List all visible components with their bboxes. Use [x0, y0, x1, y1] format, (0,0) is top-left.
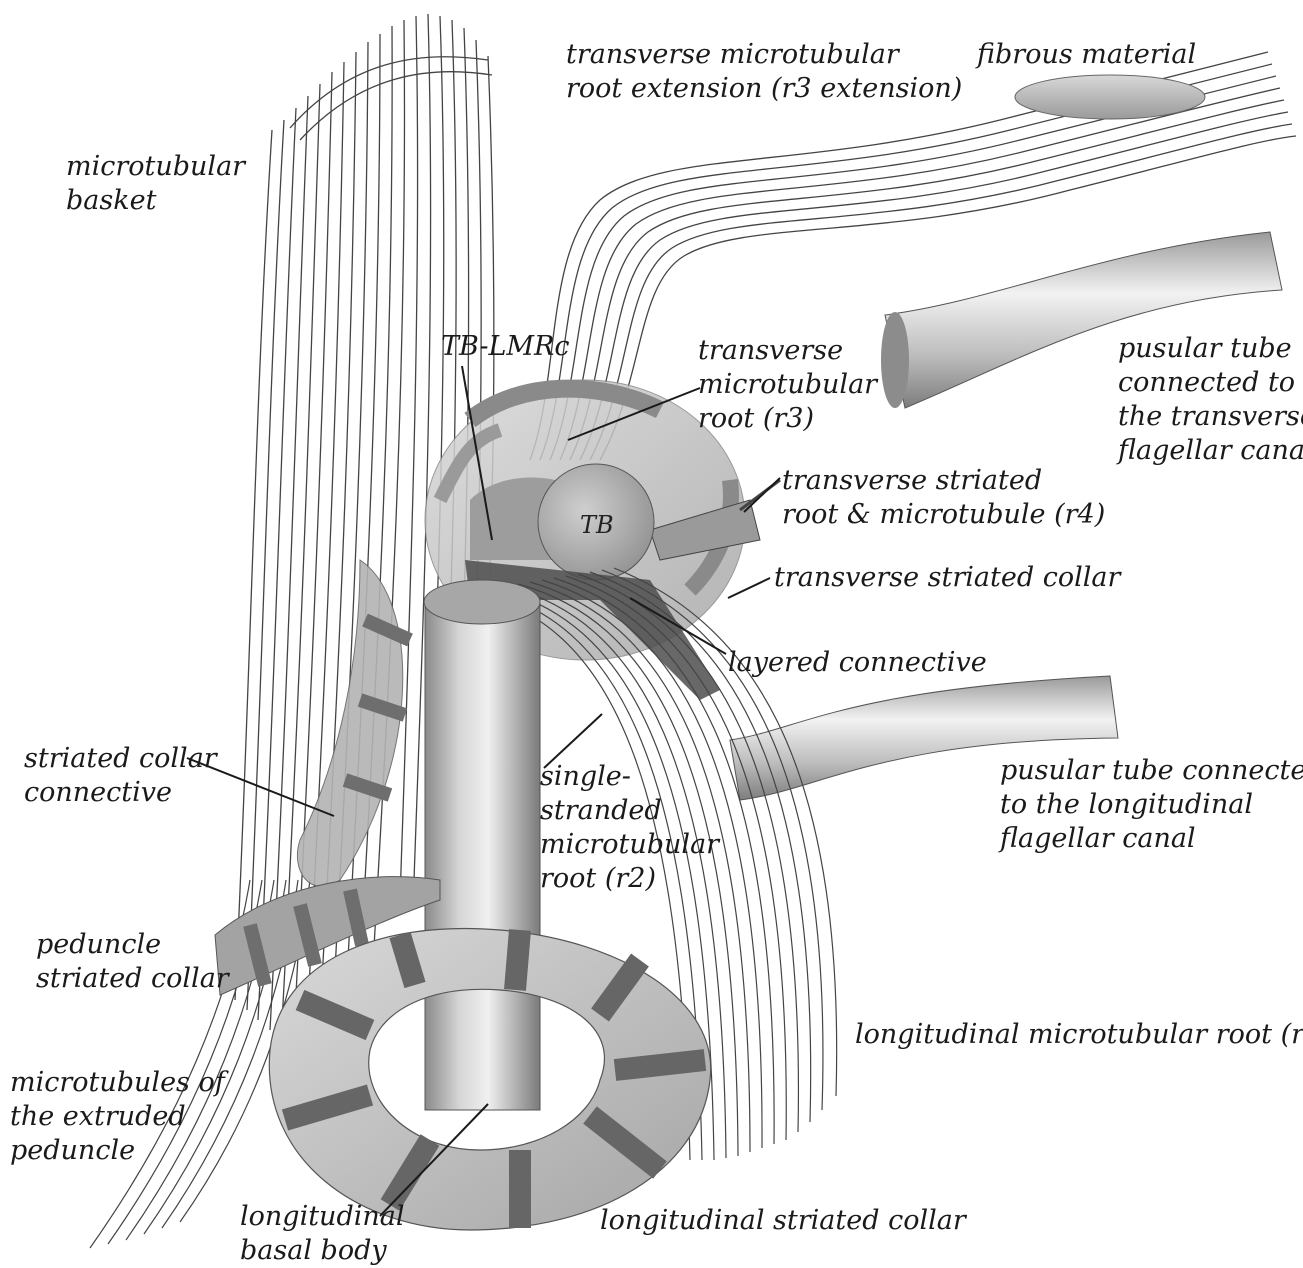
- label-striated-collar-connective: striated collar connective: [24, 742, 217, 810]
- label-transverse-striated-collar: transverse striated collar: [774, 561, 1120, 595]
- label-peduncle-striated-collar: peduncle striated collar: [36, 928, 229, 996]
- label-layered-connective: layered connective: [728, 646, 987, 680]
- label-pusular-tube-longitudinal: pusular tube connected to the longitudin…: [1000, 754, 1303, 856]
- label-tb: TB: [580, 508, 614, 542]
- label-transverse-root-r3: transverse microtubular root (r3): [698, 334, 877, 436]
- label-longitudinal-basal-body: longitudinal basal body: [240, 1200, 404, 1268]
- label-microtubules-extruded-peduncle: microtubules of the extruded peduncle: [10, 1066, 225, 1168]
- longitudinal-basal-body: [425, 600, 540, 1110]
- label-single-stranded-r2: single- stranded microtubular root (r2): [540, 760, 719, 896]
- pusular-tube-transverse-opening: [881, 312, 909, 408]
- leader-transverse-striated-collar: [728, 578, 770, 598]
- leader-transverse-striated-root: [744, 478, 780, 512]
- longitudinal-basal-body-top: [424, 580, 540, 624]
- label-microtubular-basket: microtubular basket: [66, 150, 245, 218]
- label-fibrous-material: fibrous material: [977, 38, 1196, 72]
- fibrous-material: [1015, 75, 1205, 119]
- label-longitudinal-striated-collar: longitudinal striated collar: [600, 1204, 966, 1238]
- label-transverse-striated-root: transverse striated root & microtubule (…: [782, 464, 1105, 532]
- label-tb-lmrc: TB-LMRc: [441, 330, 570, 364]
- label-longitudinal-root-r1: longitudinal microtubular root (r1): [855, 1018, 1303, 1052]
- label-r3-extension: transverse microtubular root extension (…: [566, 38, 962, 106]
- label-pusular-tube-transverse: pusular tube connected to the transverse…: [1118, 332, 1303, 468]
